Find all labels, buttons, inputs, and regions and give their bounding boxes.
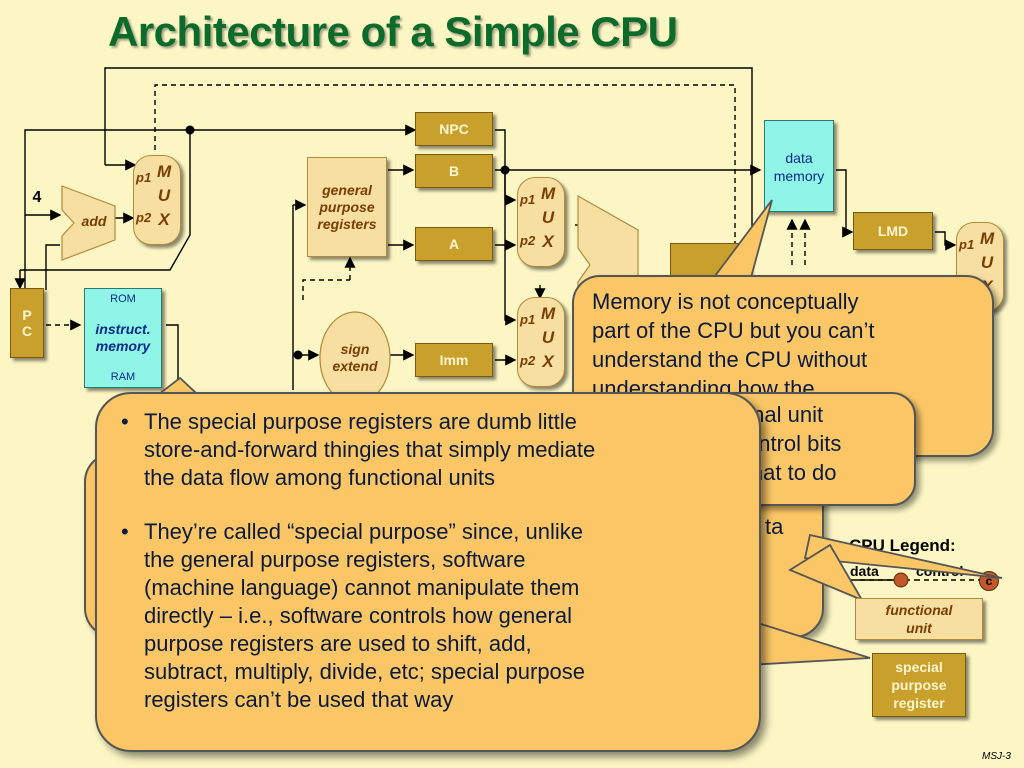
pc-label-c: C [21,323,33,339]
data-memory-line1: data [785,150,813,166]
mux-input-p1: p1 [520,192,536,207]
b-register: B [415,154,493,188]
bullet-glyph-1: • [121,409,129,434]
gpr-line1: general [322,181,372,198]
bullet-2-line: registers can’t be used that way [144,687,454,712]
pc-label-p: P [22,307,32,323]
legend-special-line1: special [895,659,943,675]
adder-shape [61,185,116,261]
mux-letter-x: X [542,232,554,251]
mux-letter-u: U [980,253,994,272]
slide-title: Architecture of a Simple CPU [108,8,678,55]
mux-letter-m: M [541,304,556,323]
mux-input-p1: p1 [959,237,975,252]
legend-functional-unit: functional unit [855,598,983,640]
legend-functional-line2: unit [906,620,932,636]
memory-callout-line: Memory is not conceptually [592,289,859,314]
instr-mem-line1: instruct. [95,321,151,337]
ram-label: RAM [110,371,136,383]
mux-letter-u: U [541,328,555,347]
rom-label: ROM [110,293,136,305]
data-memory: data memory [764,120,834,212]
legend-lines [848,572,983,588]
mux-letter-u: U [541,208,555,227]
bullet-2-line: They’re called “special purpose” since, … [144,519,583,544]
mux-alu-input-1: M U X [517,177,565,267]
mux-letter-x: X [542,352,554,371]
memory-callout-line: understand the CPU without [592,347,868,372]
pc-register: P C [10,288,44,358]
bullet-1-line: The special purpose registers are dumb l… [144,409,577,434]
memory-callout-line: part of the CPU but you can’t [592,318,875,343]
legend-functional-line1: functional [885,602,953,618]
sign-extend: sign extend [320,338,390,378]
legend-special-line2: purpose [891,677,947,693]
mux-letter-m: M [541,184,556,203]
a-register: A [415,227,493,261]
legend-c: c [985,574,993,588]
adder-label: add [81,213,107,229]
bullet-2-line: the general purpose registers, software [144,547,526,572]
mux-letter-x: X [158,210,170,229]
instruction-memory: ROM instruct. memory RAM [84,288,162,388]
mux-input-p2: p2 [136,210,152,225]
slide-credit: MSJ-3 [982,751,1011,762]
sign-extend-line1: sign [340,341,370,357]
legend-data-dot [893,572,909,588]
back-callout-fragment: ta [765,514,784,539]
bullet-1-line: the data flow among functional units [144,465,496,490]
bullet-2-line: purpose registers are used to shift, add… [144,631,532,656]
bullet-2-line: directly – i.e., software controls how g… [144,603,572,628]
instr-mem-line2: memory [95,338,151,354]
mux-input-p2: p2 [520,353,536,368]
bullet-glyph-2: • [121,519,129,544]
general-purpose-registers: general purpose registers [307,157,387,257]
bullet-1-line: store-and-forward thingies that simply m… [144,437,596,462]
mux-pc-select: M U X [133,155,181,245]
imm-register: Imm [415,343,493,377]
mux-input-p1: p1 [136,170,152,185]
bullet-2-line: (machine language) cannot manipulate the… [144,575,580,600]
legend-data-label: data [850,563,879,579]
lmd-register: LMD [853,212,933,250]
mux-letter-m: M [980,229,995,248]
memory-callout-text: Memory is not conceptually part of the C… [592,287,875,403]
front-callout-bullet-1: The special purpose registers are dumb l… [144,408,595,492]
gpr-line2: purpose [319,198,375,215]
mux-input-p1: p1 [520,312,536,327]
front-callout [95,392,761,752]
bullet-2-line: subtract, multiply, divide, etc; special… [144,659,586,684]
mux-input-p2: p2 [520,233,536,248]
instr-mem-title: instruct. memory [95,321,150,355]
legend-special-line3: register [893,695,945,711]
mux-letter-u: U [157,186,171,205]
data-memory-line2: memory [773,168,825,184]
front-callout-bullet-2: They’re called “special purpose” since, … [144,518,585,714]
sign-extend-line2: extend [332,358,378,374]
npc-register: NPC [415,112,493,146]
gpr-line3: registers [317,215,377,232]
mux-alu-input-2: M U X [517,297,565,387]
constant-four: 4 [32,189,42,206]
legend-special-register: special purpose register [872,653,966,717]
mux-letter-m: M [157,162,172,181]
